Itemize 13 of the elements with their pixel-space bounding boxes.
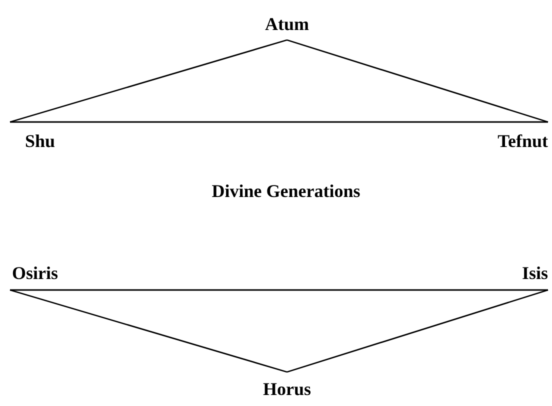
connector-line (10, 39, 288, 123)
connector-line (10, 289, 548, 291)
name-label: Horus (262, 378, 311, 400)
name-label: Shu (25, 130, 56, 152)
name-label: Tefnut (498, 130, 548, 152)
connector-line (10, 121, 548, 123)
name-label: Isis (522, 262, 548, 284)
name-label: Atum (265, 13, 309, 35)
connector-line (286, 39, 548, 123)
connector-line (10, 289, 288, 373)
center-caption: Divine Generations (210, 180, 362, 203)
connector-line (286, 289, 548, 373)
name-label: Osiris (12, 262, 58, 284)
